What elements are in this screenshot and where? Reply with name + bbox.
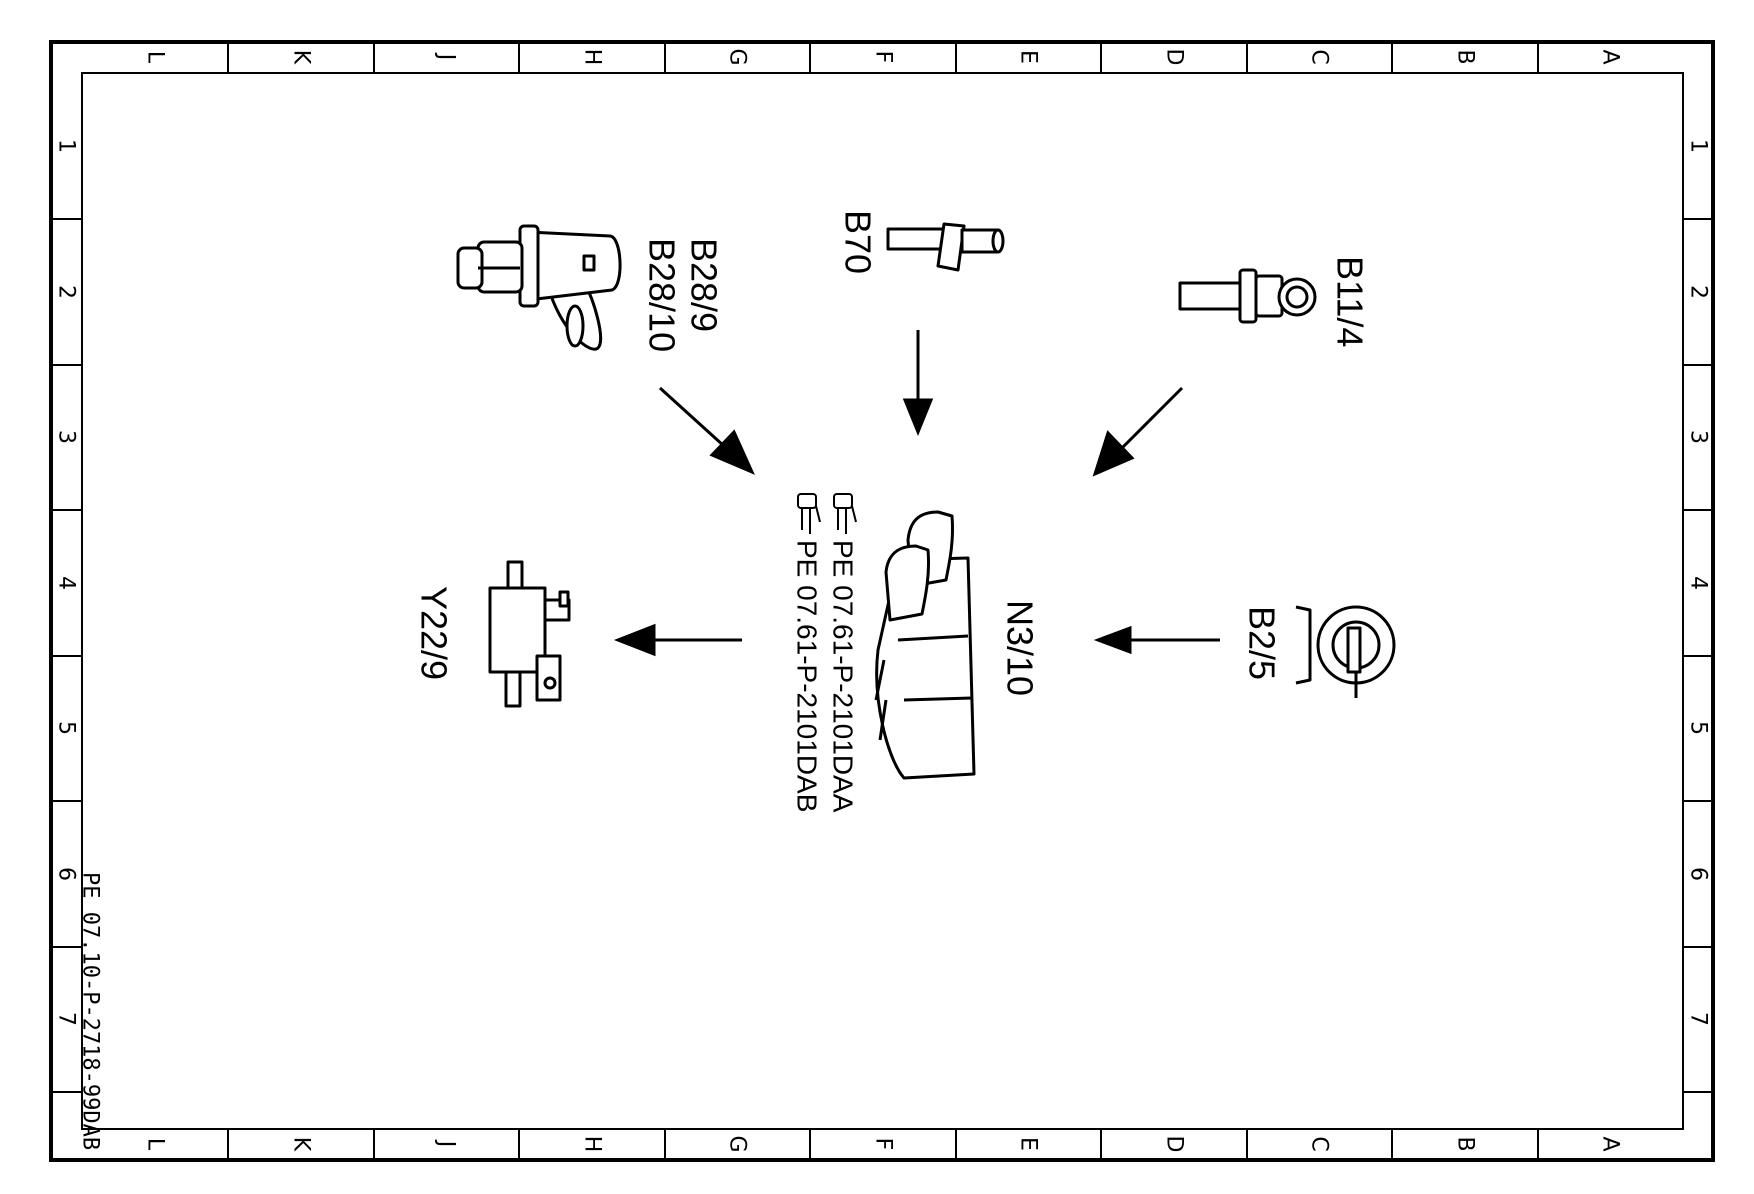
arrow-crank-to-ecu bbox=[658, 386, 755, 475]
top-column-letters: L K J H G F E D C B A bbox=[143, 48, 1623, 65]
column-letter: B bbox=[1453, 1136, 1478, 1151]
document-id: PE 07.10-P-2718-99DAB bbox=[78, 872, 103, 1150]
b70-label: B70 bbox=[838, 210, 879, 274]
row-number: 4 bbox=[54, 576, 79, 590]
y22-valve-icon bbox=[488, 560, 571, 708]
pointing-hand-icon bbox=[833, 493, 857, 534]
column-letter: K bbox=[289, 1137, 314, 1152]
b70-sensor-icon bbox=[886, 222, 1005, 272]
row-number: 3 bbox=[1686, 430, 1711, 444]
y22-label: Y22/9 bbox=[414, 586, 455, 680]
row-number: 2 bbox=[54, 285, 79, 299]
arrow-b11-to-ecu bbox=[1092, 386, 1184, 477]
left-row-ticks bbox=[51, 218, 82, 1093]
b11-sensor-icon bbox=[1178, 268, 1317, 324]
row-number: 4 bbox=[1686, 576, 1711, 590]
inner-border bbox=[81, 72, 1684, 1130]
crank-sensor-icon bbox=[456, 224, 622, 351]
column-letter: D bbox=[1162, 49, 1187, 66]
right-row-numbers: 1 2 3 4 5 6 7 bbox=[1686, 139, 1711, 1026]
reference-item: PE 07.61-P-2101DAA bbox=[828, 493, 859, 813]
column-letter: H bbox=[580, 49, 605, 66]
column-letter: L bbox=[143, 1138, 168, 1151]
column-letter: D bbox=[1162, 1136, 1187, 1153]
b11-label: B11/4 bbox=[1330, 256, 1371, 347]
control-unit-icon bbox=[874, 510, 976, 780]
row-number: 7 bbox=[1686, 1012, 1711, 1026]
outer-border bbox=[49, 40, 1715, 1162]
column-letter: G bbox=[725, 48, 750, 65]
crank-sensor-label-secondary: B28/10 bbox=[642, 238, 683, 352]
column-letter: G bbox=[725, 1135, 750, 1152]
bottom-column-ticks bbox=[227, 1129, 1539, 1160]
b2-sensor-icon bbox=[1295, 605, 1396, 698]
reference-text: PE 07.61-P-2101DAB bbox=[792, 540, 823, 812]
pointing-hand-icon bbox=[797, 493, 821, 534]
row-number: 1 bbox=[54, 139, 79, 153]
column-letter: A bbox=[1598, 49, 1623, 64]
column-letter: E bbox=[1016, 50, 1041, 64]
column-letter: B bbox=[1453, 49, 1478, 64]
column-letter: A bbox=[1598, 1136, 1623, 1151]
row-number: 5 bbox=[54, 721, 79, 735]
column-letter: K bbox=[289, 50, 314, 65]
column-letter: E bbox=[1016, 1137, 1041, 1151]
row-number: 6 bbox=[1686, 867, 1711, 881]
arrow-b2-to-ecu bbox=[1093, 625, 1220, 655]
column-letter: C bbox=[1307, 1136, 1332, 1151]
column-letter: C bbox=[1307, 49, 1332, 64]
crank-sensor-label-primary: B28/9 bbox=[684, 238, 725, 332]
signal-arrows bbox=[613, 330, 1220, 657]
bottom-column-letters: L K J H G F E D C B A bbox=[143, 1135, 1623, 1152]
left-row-numbers: 1 2 3 4 5 6 7 bbox=[54, 139, 79, 1026]
b2-label: B2/5 bbox=[1242, 606, 1283, 680]
arrow-b70-to-ecu bbox=[902, 330, 934, 436]
column-letter: F bbox=[871, 51, 896, 64]
column-letter: J bbox=[434, 52, 459, 61]
column-letter: L bbox=[143, 51, 168, 64]
row-number: 5 bbox=[1686, 721, 1711, 735]
arrow-ecu-to-valve bbox=[613, 623, 742, 657]
column-letter: F bbox=[871, 1138, 896, 1151]
top-column-ticks bbox=[227, 42, 1539, 73]
row-number: 3 bbox=[54, 430, 79, 444]
row-number: 1 bbox=[1686, 139, 1711, 153]
reference-text: PE 07.61-P-2101DAA bbox=[828, 540, 859, 813]
control-unit-label: N3/10 bbox=[1000, 600, 1041, 696]
row-number: 7 bbox=[54, 1012, 79, 1026]
reference-item: PE 07.61-P-2101DAB bbox=[792, 493, 823, 812]
column-letter: J bbox=[434, 1139, 459, 1148]
reference-list: PE 07.61-P-2101DAA PE 07.61-P-2101DAB bbox=[792, 493, 859, 813]
column-letter: H bbox=[580, 1136, 605, 1153]
right-row-ticks bbox=[1683, 218, 1713, 1093]
row-number: 2 bbox=[1686, 285, 1711, 299]
row-number: 6 bbox=[54, 867, 79, 881]
